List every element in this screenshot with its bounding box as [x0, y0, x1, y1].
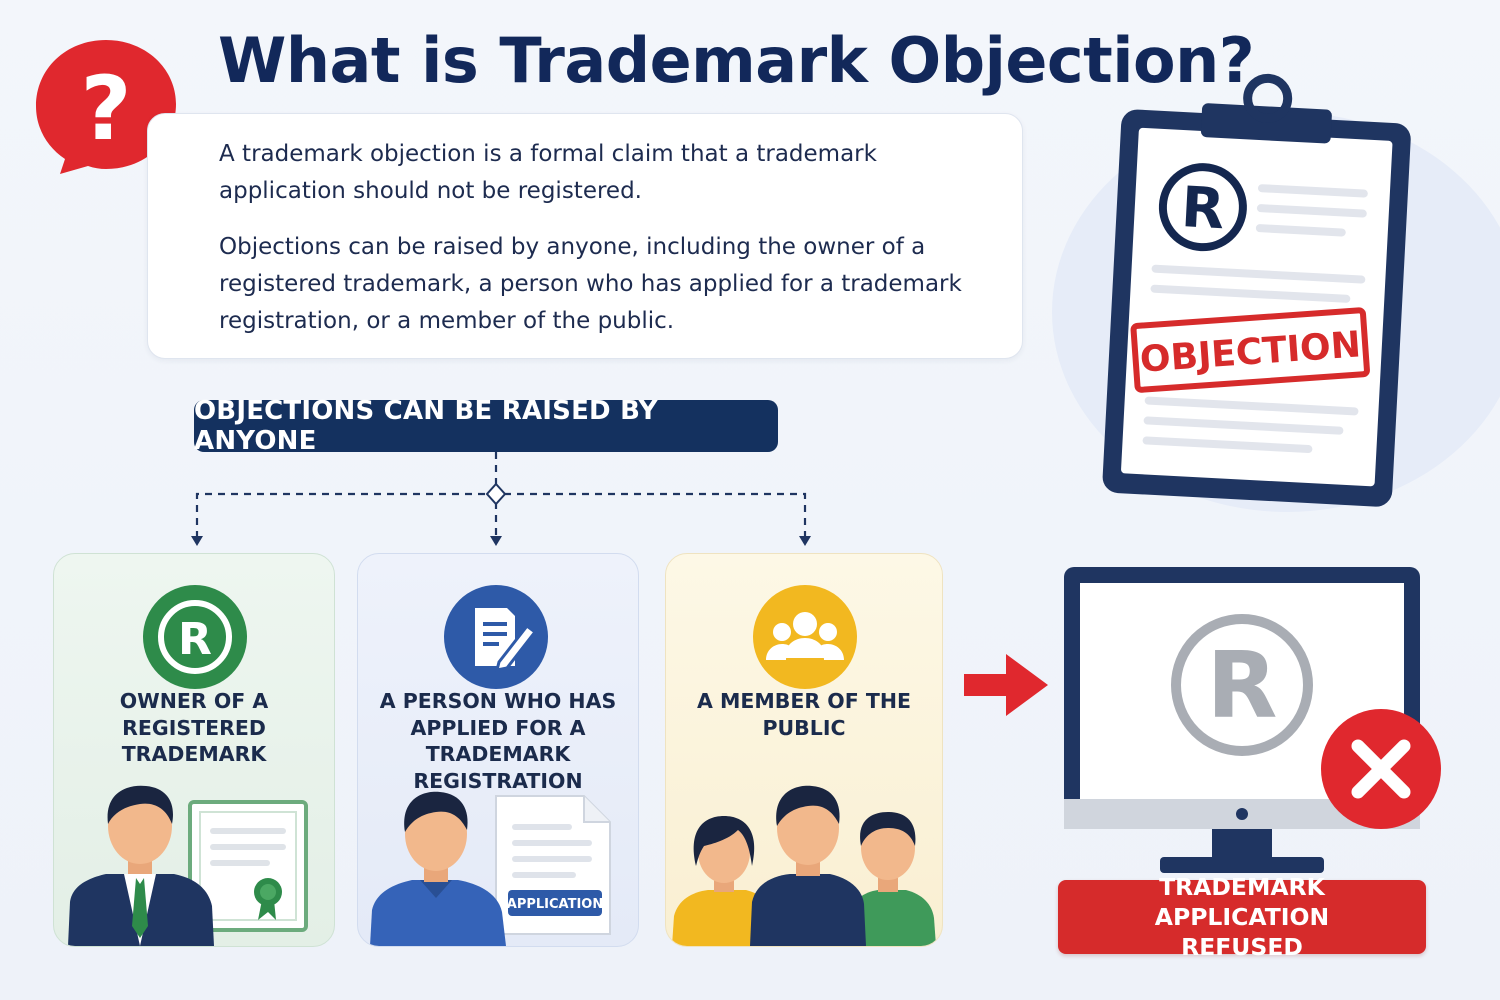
application-tag: APPLICATION [507, 897, 603, 912]
close-icon [1321, 709, 1441, 829]
business-person-with-certificate-illustration [68, 785, 308, 946]
clipboard-r-symbol: R [1180, 175, 1226, 242]
page-title: What is Trademark Objection? [218, 24, 1255, 97]
arrow-right-icon [964, 654, 1048, 716]
svg-text:?: ? [80, 57, 131, 160]
card-applicant: A PERSON WHO HAS APPLIED FOR A TRADEMARK… [357, 553, 639, 947]
card-public: A MEMBER OF THE PUBLIC [665, 553, 943, 947]
card-public-label: A MEMBER OF THE PUBLIC [696, 689, 912, 740]
intro-paragraph-1: A trademark objection is a formal claim … [219, 141, 877, 204]
raised-by-header: OBJECTIONS CAN BE RAISED BY ANYONE [194, 396, 778, 456]
application-refused-label: TRADEMARK APPLICATION REFUSED [1154, 873, 1330, 961]
application-refused-banner: TRADEMARK APPLICATION REFUSED [1058, 873, 1426, 961]
monitor-r-symbol: R [1207, 632, 1278, 739]
flow-connector [191, 452, 811, 546]
applicant-with-document-illustration: APPLICATION [370, 791, 611, 946]
card-owner-label: OWNER OF A REGISTERED TRADEMARK [119, 689, 269, 766]
intro-card: A trademark objection is a formal claim … [147, 113, 1023, 359]
svg-text:R: R [178, 614, 212, 665]
group-of-people-illustration [672, 785, 936, 946]
card-applicant-label: A PERSON WHO HAS APPLIED FOR A TRADEMARK… [379, 689, 617, 793]
registered-mark-icon: R [143, 585, 247, 689]
question-mark-icon: ? [36, 40, 176, 174]
clipboard-icon: R OBJECTION [1102, 73, 1411, 507]
people-group-icon [753, 585, 857, 689]
document-pen-icon [444, 585, 548, 689]
intro-paragraph-2: Objections can be raised by anyone, incl… [219, 234, 962, 334]
card-owner: R OWNER OF A REGISTERED TRADEMARK [53, 553, 335, 947]
